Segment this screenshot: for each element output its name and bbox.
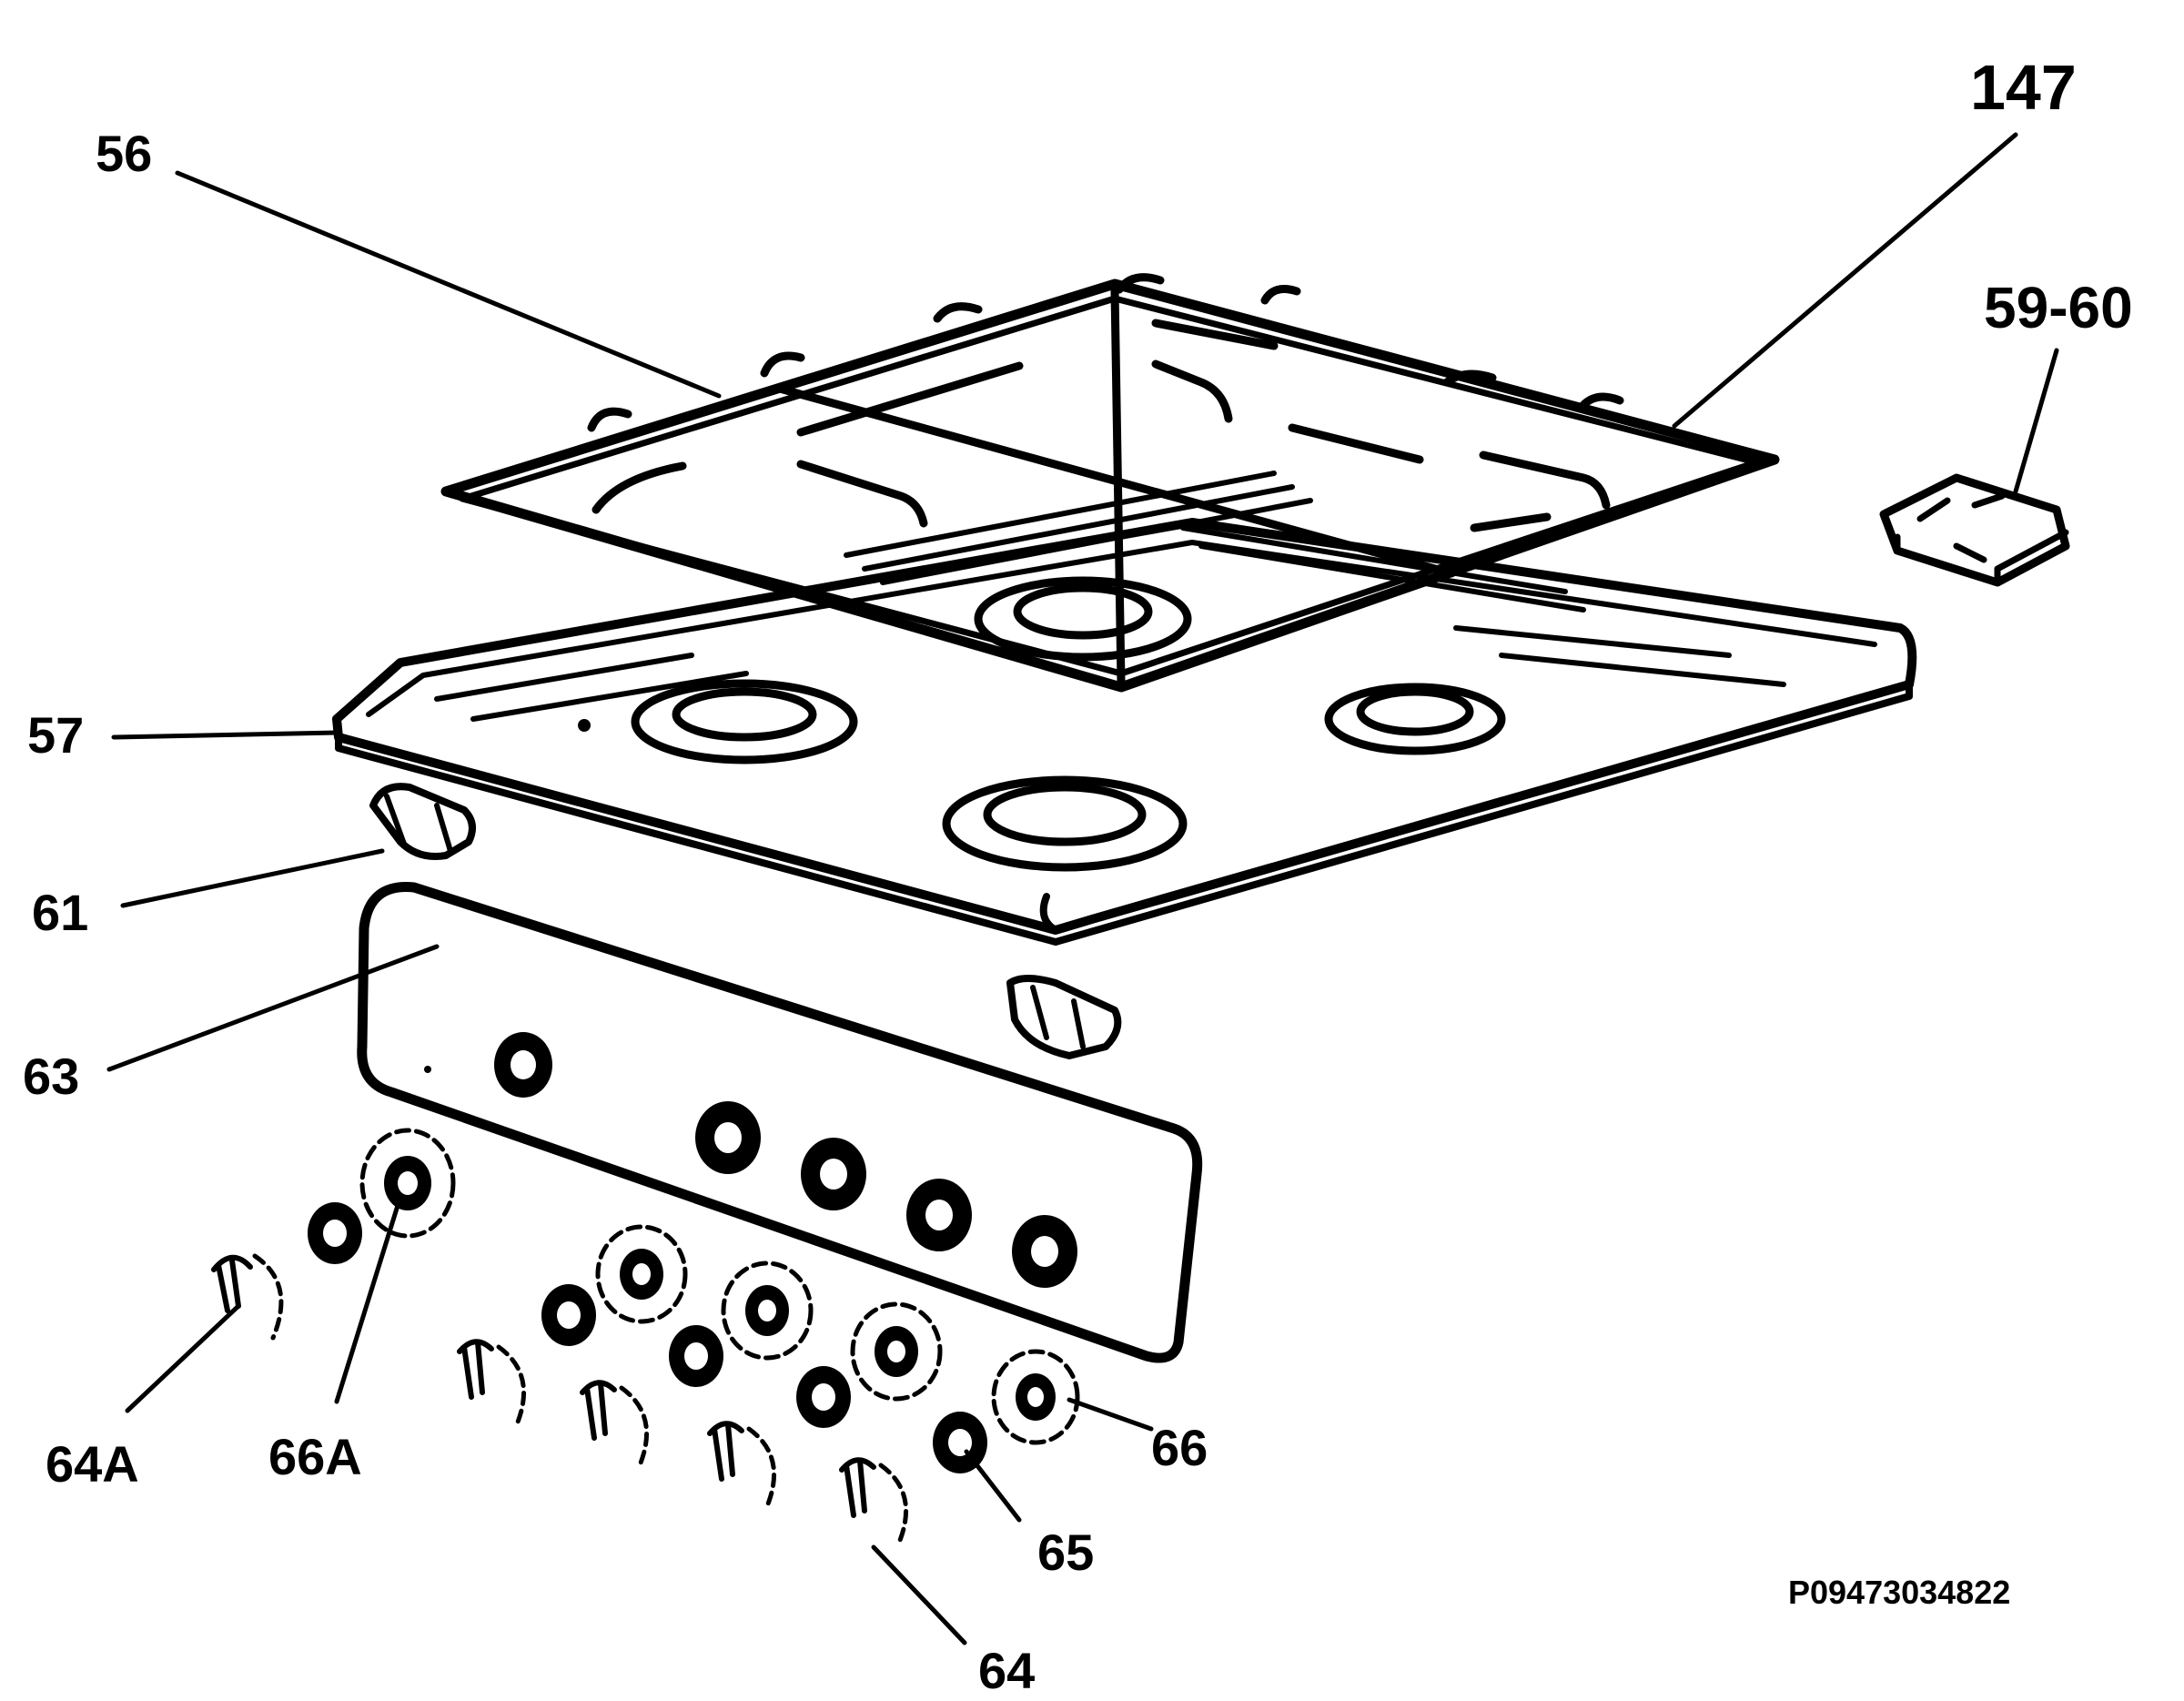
callout-147: 147	[1970, 52, 2077, 123]
leader-61	[120, 848, 385, 908]
panel-hole-3	[801, 1138, 866, 1210]
panel-hole-5	[1012, 1215, 1077, 1288]
callout-63: 63	[23, 1048, 79, 1105]
leader-63	[106, 944, 440, 1072]
knob-bezel-4	[850, 1301, 943, 1402]
knob-set	[211, 1128, 1080, 1545]
burner-front-left	[631, 679, 858, 764]
callout-57: 57	[27, 706, 84, 764]
leader-66A	[334, 1194, 403, 1404]
injector-part	[369, 783, 476, 860]
reference-code: P09473034822	[1788, 1574, 2010, 1611]
knob-bezel-66a	[359, 1128, 456, 1239]
leader-64	[871, 1544, 967, 1645]
knob-spring-64a	[211, 1253, 284, 1341]
leader-65	[964, 1449, 1022, 1523]
leader-147	[1672, 132, 2018, 429]
panel-hole-4	[906, 1179, 972, 1251]
knob-bezel-2	[595, 1224, 688, 1324]
ignition-hole	[578, 719, 591, 732]
pan-support-grid	[440, 273, 1780, 693]
callout-66A: 66A	[268, 1428, 362, 1485]
leader-57	[111, 730, 339, 740]
panel-hole-1	[494, 1032, 552, 1098]
leader-66	[1067, 1397, 1154, 1432]
callout-65: 65	[1037, 1524, 1094, 1581]
knob-spring-1	[457, 1339, 527, 1427]
knob-spring-64	[839, 1457, 909, 1545]
callout-59-60: 59-60	[1984, 275, 2133, 340]
hob-top	[332, 518, 1917, 946]
callout-labels: 56 147 59-60 57 61 63 64A 66A 66 65 64 P…	[23, 52, 2133, 1699]
knob-ring-3	[669, 1325, 723, 1387]
callout-61: 61	[32, 884, 88, 941]
burner-cap-assembly	[1879, 473, 2070, 587]
burner-back-centre	[974, 576, 1192, 662]
callout-64A: 64A	[46, 1435, 139, 1493]
knob-ring-65	[933, 1412, 987, 1473]
callout-64: 64	[978, 1642, 1035, 1699]
panel-hole-2	[695, 1101, 761, 1174]
leader-64A	[125, 1303, 241, 1413]
knob-ring-2	[541, 1284, 596, 1346]
knob-bezel-66	[991, 1349, 1080, 1445]
leader-56	[175, 170, 722, 399]
callout-66: 66	[1151, 1419, 1208, 1476]
burner-right	[1324, 683, 1506, 755]
knob-spring-3	[707, 1421, 777, 1509]
leader-59-60	[2013, 348, 2059, 494]
knob-spring-2	[580, 1380, 650, 1468]
leader-lines	[106, 132, 2059, 1645]
burner-front-centre	[942, 775, 1188, 872]
thermocouple-part	[1006, 975, 1122, 1059]
callout-56: 56	[96, 125, 152, 182]
control-panel	[357, 882, 1203, 1363]
knob-ring-4	[796, 1366, 851, 1428]
knob-bezel-3	[721, 1261, 814, 1361]
knob-ring-left	[308, 1202, 362, 1264]
